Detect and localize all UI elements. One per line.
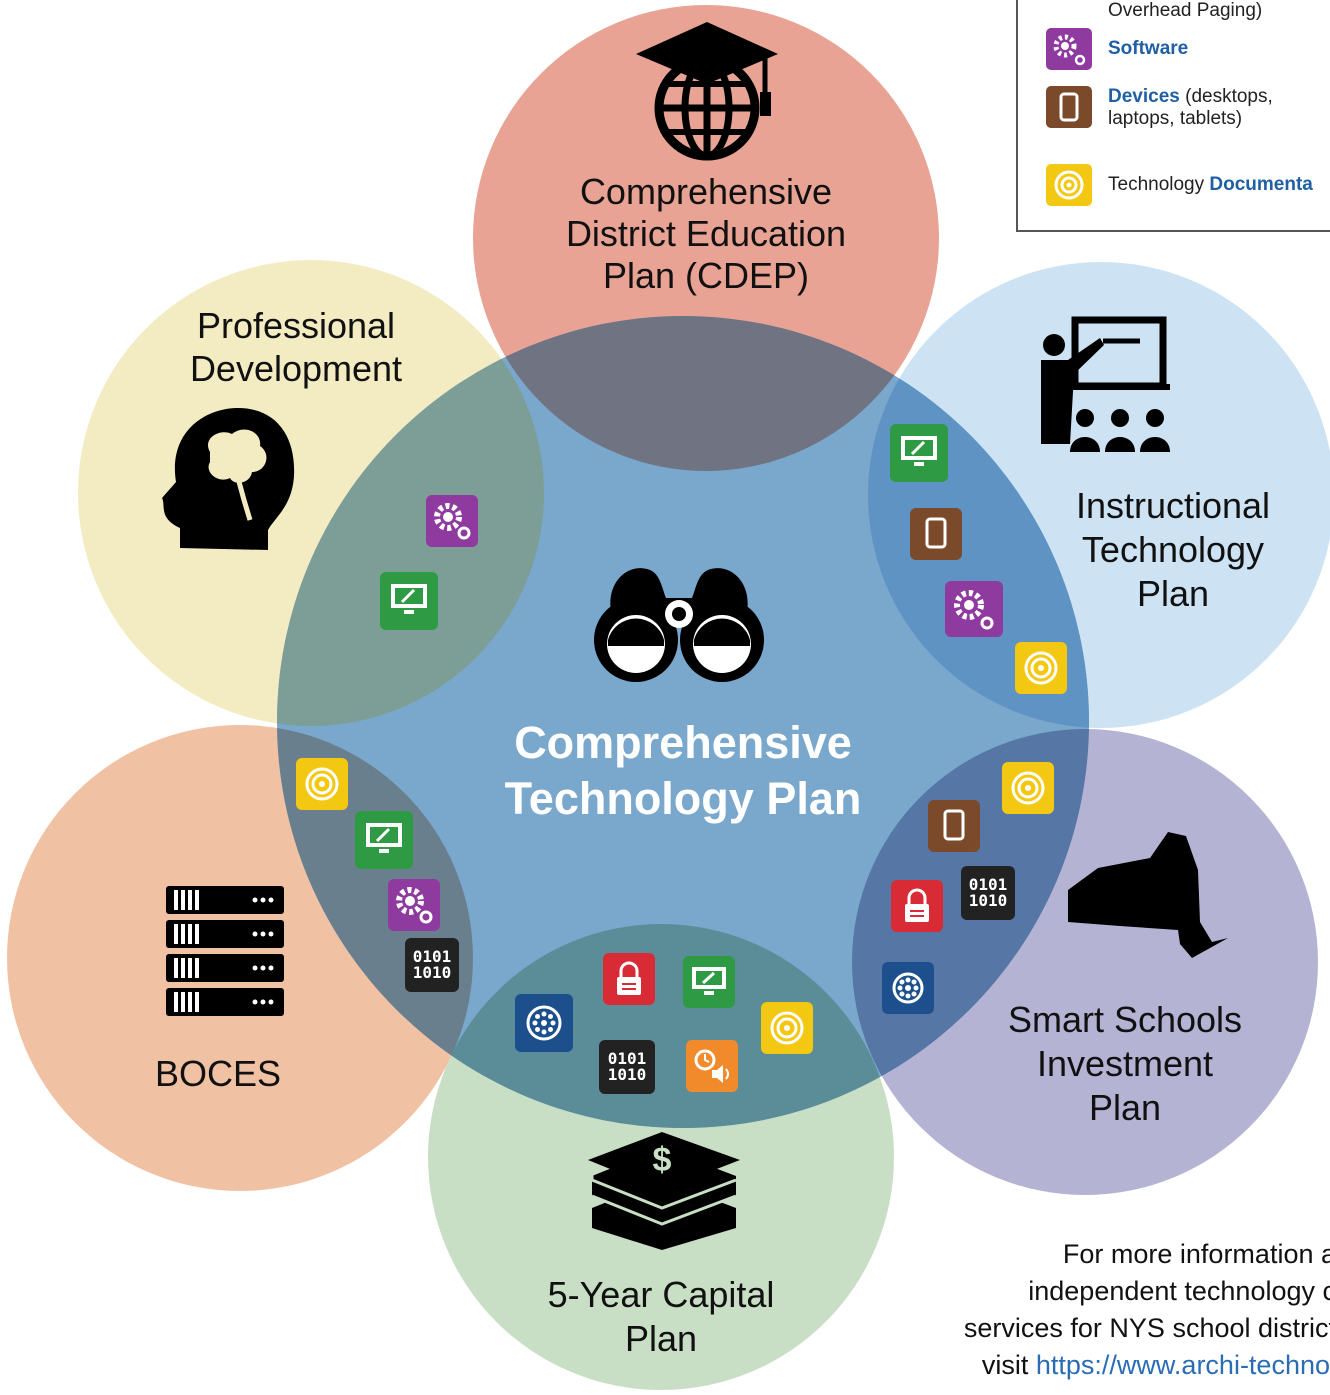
- security-lock-icon: [891, 880, 943, 932]
- teacher-classroom-icon: [1041, 316, 1170, 452]
- documentation-spiral-icon: [296, 758, 348, 810]
- svg-text:$: $: [653, 1141, 672, 1179]
- capital-label-line1: 5-Year Capital: [548, 1274, 775, 1315]
- footer-website-link[interactable]: https://www.archi-technol: [1035, 1350, 1330, 1380]
- legend-documentation-label: Documenta: [1209, 174, 1313, 195]
- footer-line4: visit https://www.archi-technol: [776, 1347, 1330, 1384]
- binary-text-line1: 0101: [969, 875, 1008, 894]
- network-dial-icon: [882, 962, 934, 1014]
- device-tablet-icon: [928, 800, 980, 852]
- legend-devices-row: Devices (desktops, laptops, tablets): [1046, 86, 1273, 130]
- server-rack-icon: [166, 886, 284, 1016]
- software-icon: [388, 879, 440, 931]
- cdep-label-line1: Comprehensive: [580, 171, 832, 212]
- instructional-label-line2: Technology: [1082, 529, 1264, 570]
- capital-label-line2: Plan: [625, 1318, 697, 1359]
- binary-text-line2: 1010: [969, 891, 1008, 910]
- professional-label-line1: Professional: [197, 305, 395, 346]
- binary-text-line1: 0101: [608, 1049, 647, 1068]
- instructional-label-line3: Plan: [1137, 573, 1209, 614]
- binoculars-icon: [594, 568, 764, 682]
- footer-info: For more information a independent techn…: [776, 1236, 1330, 1384]
- center-label-line2: Technology Plan: [505, 773, 862, 824]
- binary-text-line1: 0101: [413, 947, 452, 966]
- software-icon: [426, 495, 478, 547]
- device-tablet-icon: [1046, 86, 1092, 128]
- cdep-label-line2: District Education: [566, 213, 846, 254]
- legend-documentation-prefix: Technology: [1108, 174, 1210, 195]
- classroom-display-icon: [683, 956, 735, 1008]
- footer-line2: independent technology c: [1028, 1276, 1330, 1306]
- professional-label-line2: Development: [190, 348, 402, 389]
- network-dial-icon: [515, 994, 573, 1052]
- binary-data-icon: 0101 1010: [599, 1040, 655, 1094]
- device-tablet-icon: [910, 508, 962, 560]
- documentation-spiral-icon: [1002, 762, 1054, 814]
- overhead-paging-icon: [686, 1040, 738, 1092]
- head-brain-icon: [162, 408, 295, 550]
- legend-devices-line2: laptops, tablets): [1108, 108, 1243, 129]
- footer-line1: For more information a: [1062, 1239, 1330, 1269]
- legend-devices-rest: (desktops,: [1179, 86, 1273, 107]
- documentation-spiral-icon: [761, 1002, 813, 1054]
- software-icon: [945, 581, 1003, 637]
- binary-text-line2: 1010: [608, 1065, 647, 1084]
- footer-line3: services for NYS school district: [963, 1313, 1330, 1343]
- center-label-line1: Comprehensive: [514, 717, 852, 768]
- security-lock-icon: [603, 953, 655, 1005]
- binary-data-icon: 0101 1010: [405, 938, 459, 992]
- boces-label: BOCES: [155, 1053, 281, 1094]
- legend-box: Overhead Paging) Software Devices (deskt…: [1016, 0, 1330, 232]
- binary-text-line2: 1010: [413, 963, 452, 982]
- legend-devices-label: Devices: [1108, 86, 1180, 107]
- cdep-label-line3: Plan (CDEP): [603, 255, 809, 296]
- smart-label-line3: Plan: [1089, 1087, 1161, 1128]
- money-stack-icon: $: [588, 1132, 740, 1250]
- new-york-state-icon: [1068, 832, 1228, 958]
- documentation-spiral-icon: [1046, 164, 1092, 206]
- instructional-label-line1: Instructional: [1076, 485, 1270, 526]
- graduation-cap-globe-icon: [636, 22, 778, 161]
- legend-software-label: Software: [1108, 38, 1189, 59]
- smart-label-line1: Smart Schools: [1008, 999, 1242, 1040]
- legend-paging-text: Overhead Paging): [1108, 0, 1263, 21]
- documentation-spiral-icon: [1015, 642, 1067, 694]
- classroom-display-icon: [380, 572, 438, 630]
- binary-data-icon: 0101 1010: [961, 866, 1015, 920]
- classroom-display-icon: [355, 811, 413, 869]
- footer-visit-prefix: visit: [981, 1350, 1036, 1380]
- legend-software-row: Software: [1046, 28, 1188, 70]
- classroom-display-icon: [890, 424, 948, 482]
- smart-label-line2: Investment: [1037, 1043, 1213, 1084]
- software-icon: [1046, 28, 1092, 70]
- cdep-overlap: [473, 316, 939, 471]
- legend-documentation-row: Technology Documenta: [1046, 164, 1313, 206]
